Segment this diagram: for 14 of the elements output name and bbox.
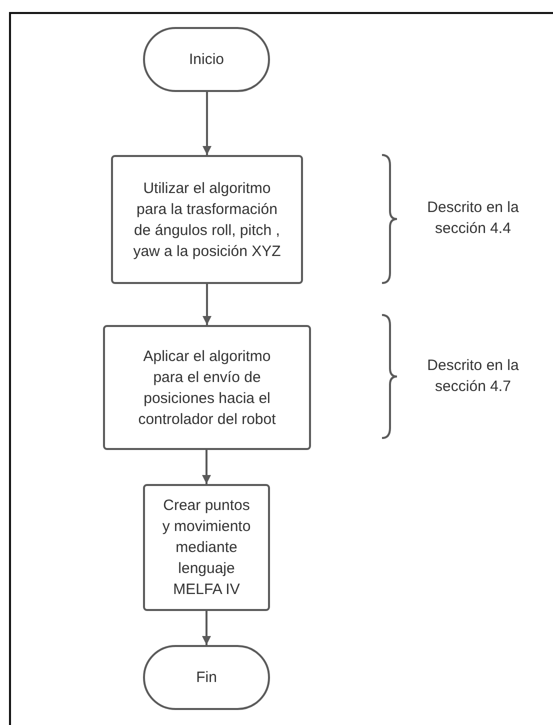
process-box: [103, 325, 311, 450]
section-note: Descrito en la sección 4.4: [426, 198, 520, 239]
arrow: [202, 284, 212, 325]
node-label: Crear puntos y movimiento mediante lenguaje MELFA IV: [161, 496, 252, 600]
process-box: [143, 484, 270, 611]
section-note: Descrito en la sección 4.7: [426, 356, 520, 396]
node-label: Aplicar el algoritmo para el envío de posiciones hacia el controlador del robot: [137, 346, 277, 430]
arrow: [202, 611, 211, 645]
node-label: Fin: [196, 668, 217, 688]
node-label: Inicio: [188, 50, 224, 70]
arrow: [202, 92, 212, 155]
process-box: [111, 155, 303, 284]
node-label: Utilizar el algoritmo para la trasformación de ángulos roll, pitch , yaw a la posición XYZ: [132, 178, 282, 262]
arrow: [202, 450, 211, 484]
